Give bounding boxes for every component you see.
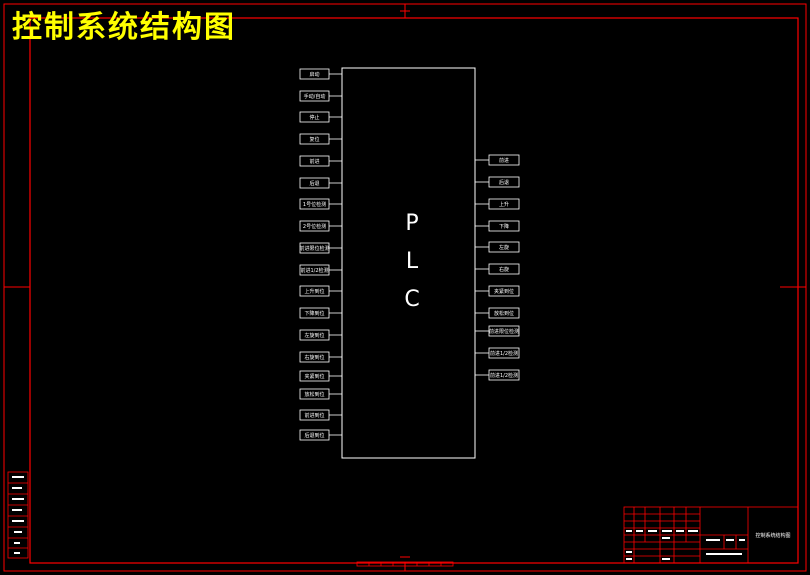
input-signal: 前进1/2检测 bbox=[299, 264, 342, 276]
output-signal-label: 左旋 bbox=[499, 244, 509, 251]
output-signal-box bbox=[488, 198, 520, 210]
output-signal-label: 后退 bbox=[499, 179, 509, 186]
input-signal-label: 启动 bbox=[309, 71, 319, 78]
output-signal-box bbox=[488, 176, 520, 188]
input-signal-label: 上升到位 bbox=[304, 288, 324, 295]
input-signal-label: 右旋到位 bbox=[304, 354, 324, 361]
output-signal: 前进限位检测 bbox=[475, 325, 520, 337]
output-signal-box bbox=[488, 241, 520, 253]
input-signal-label: 停止 bbox=[309, 114, 319, 121]
output-signal-box bbox=[488, 154, 520, 166]
input-signal: 左旋到位 bbox=[299, 329, 342, 341]
plc-block bbox=[341, 67, 476, 459]
input-signal-label: 复位 bbox=[309, 136, 319, 143]
output-signal: 前进1/2检测 bbox=[475, 369, 520, 381]
output-signal-label: 右旋 bbox=[499, 266, 509, 273]
input-signal-label: 夹紧到位 bbox=[304, 373, 324, 380]
input-signal: 后退 bbox=[299, 177, 342, 189]
output-signal-box bbox=[488, 369, 520, 381]
input-signal: 后退到位 bbox=[299, 429, 342, 441]
plc-letter-p: P bbox=[405, 211, 418, 236]
input-signal: 夹紧到位 bbox=[299, 370, 342, 382]
input-signal-label: 前进1/2检测 bbox=[300, 267, 328, 274]
output-signal-box bbox=[488, 285, 520, 297]
left-revision-table bbox=[7, 471, 29, 559]
output-signal: 前进 bbox=[475, 154, 520, 166]
drawing-frame bbox=[29, 17, 799, 564]
output-signal-label: 前进 bbox=[499, 157, 509, 164]
output-signal: 上升 bbox=[475, 198, 520, 210]
output-signal-label: 上升 bbox=[499, 201, 509, 208]
output-signal: 后退 bbox=[475, 176, 520, 188]
input-signal: 1号位检测 bbox=[299, 198, 342, 210]
input-signal: 2号位检测 bbox=[299, 220, 342, 232]
input-signal: 前进 bbox=[299, 155, 342, 167]
input-signal: 右旋到位 bbox=[299, 351, 342, 363]
input-signal-label: 下降到位 bbox=[304, 310, 324, 317]
input-signal-label: 前进限位检测 bbox=[299, 245, 329, 252]
output-signal: 左旋 bbox=[475, 241, 520, 253]
input-signal-label: 后退 bbox=[309, 180, 319, 187]
title-block-drawing-name: 控制系统结构图 bbox=[755, 532, 790, 539]
input-signal-label: 后退到位 bbox=[304, 432, 324, 439]
output-signal-box bbox=[488, 220, 520, 232]
input-signal: 复位 bbox=[299, 133, 342, 145]
input-signal: 前进到位 bbox=[299, 409, 342, 421]
input-signal-label: 放松到位 bbox=[304, 391, 324, 398]
input-signal: 前进限位检测 bbox=[299, 242, 342, 254]
input-signal-label: 前进到位 bbox=[304, 412, 324, 419]
input-signal-label: 1号位检测 bbox=[303, 201, 326, 208]
output-signal-box bbox=[488, 325, 520, 337]
input-signal: 放松到位 bbox=[299, 388, 342, 400]
centering-marks bbox=[4, 4, 806, 571]
input-signal-label: 2号位检测 bbox=[303, 223, 326, 230]
plc-letter-l: L bbox=[406, 249, 419, 274]
plc-letter-c: C bbox=[404, 287, 419, 312]
input-signal-label: 手动/自动 bbox=[304, 93, 326, 100]
input-signal: 下降到位 bbox=[299, 307, 342, 319]
input-signal: 启动 bbox=[299, 68, 342, 80]
output-signal-label: 前进限位检测 bbox=[489, 328, 519, 335]
output-signal: 前进1/2检测 bbox=[475, 347, 520, 359]
output-signal-box bbox=[488, 347, 520, 359]
output-signal: 右旋 bbox=[475, 263, 520, 275]
output-signal-label: 夹紧到位 bbox=[494, 288, 514, 295]
input-signal-label: 前进 bbox=[309, 158, 319, 165]
output-signal-label: 前进1/2检测 bbox=[490, 372, 518, 379]
output-signal-label: 下降 bbox=[499, 223, 509, 230]
input-signal: 停止 bbox=[299, 111, 342, 123]
input-signal-label: 左旋到位 bbox=[304, 332, 324, 339]
output-signal-box bbox=[488, 263, 520, 275]
drawing-title: 控制系统结构图 bbox=[12, 10, 236, 45]
bottom-scale-ruler bbox=[356, 561, 454, 567]
input-signal: 上升到位 bbox=[299, 285, 342, 297]
output-signal: 夹紧到位 bbox=[475, 285, 520, 297]
output-signal-box bbox=[488, 307, 520, 319]
output-signal-label: 前进1/2检测 bbox=[490, 350, 518, 357]
output-signal: 下降 bbox=[475, 220, 520, 232]
input-signal: 手动/自动 bbox=[299, 90, 342, 102]
output-signal: 放松到位 bbox=[475, 307, 520, 319]
title-block bbox=[623, 506, 799, 564]
output-signal-label: 放松到位 bbox=[494, 310, 514, 317]
